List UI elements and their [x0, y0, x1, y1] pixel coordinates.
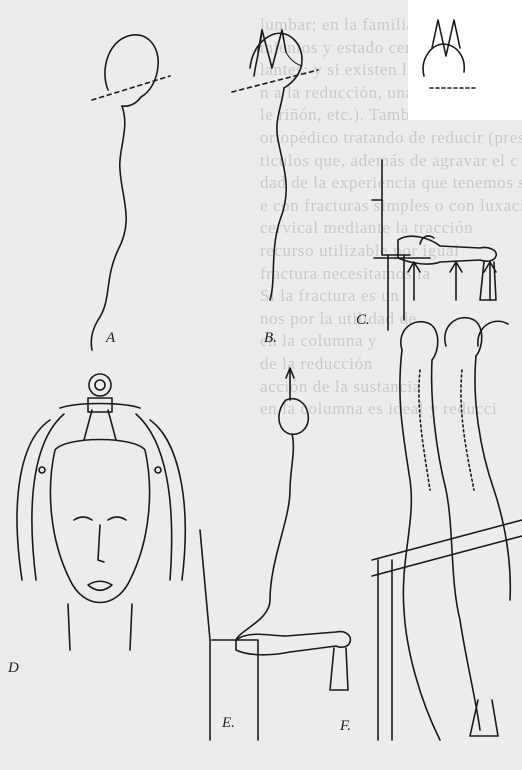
inset-tongs-icon [423, 20, 476, 88]
figure-a-profile [91, 35, 170, 350]
label-d: D [8, 660, 19, 677]
label-e: E. [222, 715, 235, 732]
label-a: A [106, 330, 115, 347]
figure-e-seated-traction [200, 368, 350, 740]
figure-b-tongs [232, 30, 318, 300]
figure-d-halo-frame [17, 374, 185, 650]
label-b: B. [264, 330, 277, 347]
figure-c-leg-chair [372, 160, 496, 330]
label-c: C. [356, 312, 370, 329]
label-f: F. [340, 718, 351, 735]
figure-f-standing-traction [372, 262, 522, 740]
